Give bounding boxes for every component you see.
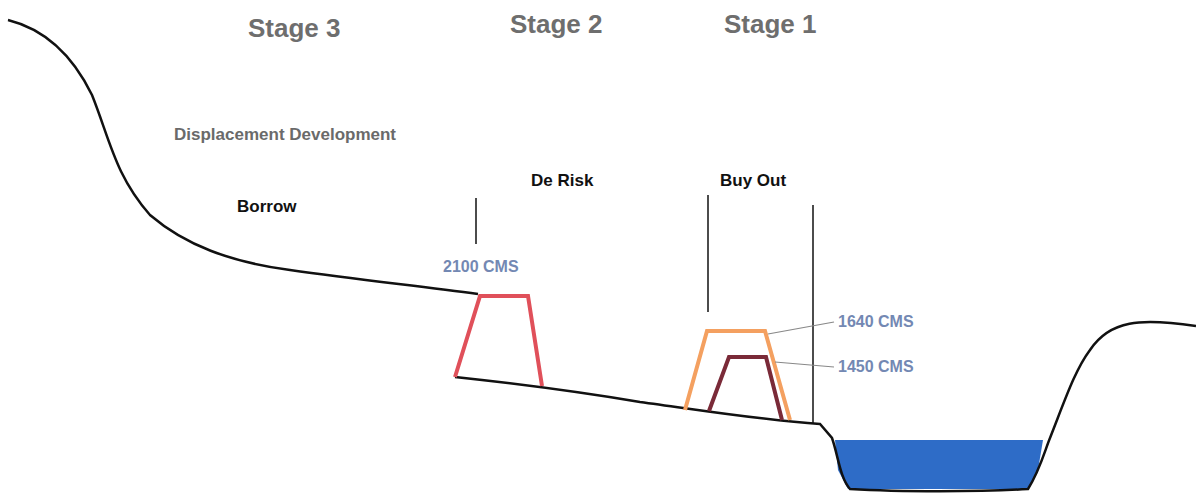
- strategy-label: Borrow: [237, 198, 297, 217]
- strategy-label: Buy Out: [720, 172, 786, 191]
- flow-capacity: 2100 CMS: [443, 258, 519, 276]
- upper-ground: [8, 20, 478, 294]
- stage-divider: [475, 198, 477, 244]
- leader-line: [768, 322, 834, 334]
- lower-ground-and-channel: [455, 322, 1196, 491]
- levee-1640: [685, 331, 790, 420]
- flow-capacity: 1450 CMS: [838, 358, 914, 376]
- strategy-label: De Risk: [531, 172, 593, 191]
- river-water: [835, 440, 1043, 489]
- strategy-label: Displacement Development: [174, 126, 396, 145]
- leader-line: [775, 362, 834, 367]
- levee-1450: [709, 357, 782, 420]
- levee-2100: [455, 296, 542, 386]
- stage-heading: Stage 2: [510, 10, 603, 39]
- stage-divider: [707, 195, 709, 312]
- stage-divider: [812, 205, 814, 424]
- flow-capacity: 1640 CMS: [838, 313, 914, 331]
- stage-heading: Stage 1: [724, 10, 817, 39]
- stage-heading: Stage 3: [248, 14, 341, 43]
